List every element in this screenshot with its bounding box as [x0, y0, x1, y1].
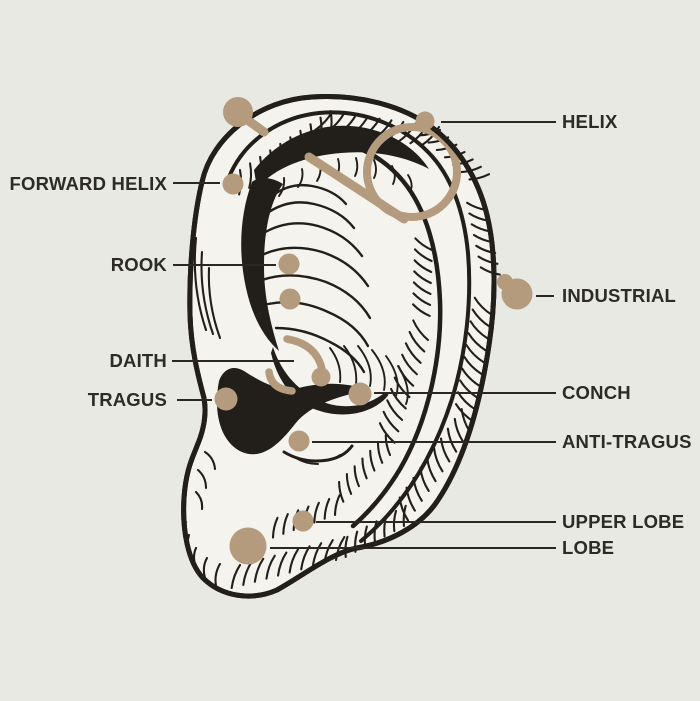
upper-crescent-shadow — [254, 125, 429, 188]
ear-art — [182, 97, 501, 597]
piercing-dot-industrial — [501, 278, 533, 310]
front-edge-strokes — [193, 236, 222, 511]
daith-ring-icon — [283, 335, 326, 373]
label-tragus: TRAGUS — [87, 389, 167, 410]
label-upper-lobe: UPPER LOBE — [562, 511, 685, 532]
label-lobe: LOBE — [562, 537, 615, 558]
label-conch: CONCH — [562, 382, 631, 403]
antitragus-bump — [282, 444, 354, 465]
piercing-dot-helix — [415, 111, 435, 131]
label-anti-tragus: ANTI-TRAGUS — [562, 431, 692, 452]
label-helix: HELIX — [562, 111, 618, 132]
tragus-shadow — [216, 367, 369, 455]
label-forward-helix: FORWARD HELIX — [9, 173, 167, 194]
leader-lines — [172, 121, 556, 549]
piercing-dot-rook-lower — [279, 288, 301, 310]
helix-ring-icon — [363, 123, 461, 221]
daith-ring-icon — [265, 368, 296, 395]
piercing-dot-conch — [348, 382, 372, 406]
piercing-dot-tragus — [214, 387, 238, 411]
label-industrial: INDUSTRIAL — [562, 285, 677, 306]
inner-rim-line — [227, 110, 472, 543]
piercing-dot-daith — [311, 367, 331, 387]
crescent-fringe — [261, 157, 413, 209]
label-rook: ROOK — [110, 254, 167, 275]
piercing-dot-rook — [278, 253, 300, 275]
scapha-fold-line — [297, 137, 443, 529]
piercing-dot-stud-top — [223, 97, 253, 127]
piercing-dot-anti-tragus — [288, 430, 310, 452]
piercing-dot-upper-lobe — [292, 510, 314, 532]
piercing-dot-lobe — [229, 527, 267, 565]
piercing-dot-forward-helix — [222, 173, 244, 195]
jewelry — [184, 97, 533, 597]
label-daith: DAITH — [109, 350, 167, 371]
